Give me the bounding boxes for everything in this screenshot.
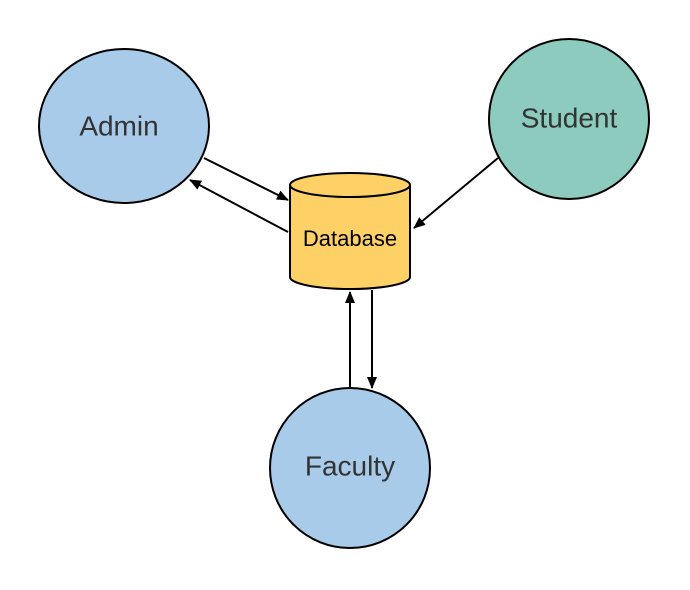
student-label: Student — [521, 102, 618, 133]
edge-student-to-database — [413, 157, 499, 229]
database-label: Database — [303, 226, 397, 251]
admin-shape — [38, 48, 210, 204]
student-shape — [488, 38, 650, 200]
node-faculty[interactable]: Faculty — [269, 387, 431, 549]
node-admin[interactable]: Admin — [38, 48, 210, 204]
faculty-label: Faculty — [305, 450, 395, 481]
node-student[interactable]: Student — [488, 38, 650, 200]
database-body — [289, 185, 411, 290]
edge-admin-to-database — [203, 157, 289, 201]
admin-label: Admin — [79, 110, 158, 141]
node-database[interactable]: Database — [289, 172, 411, 290]
faculty-shape — [269, 387, 431, 549]
edges — [189, 157, 499, 389]
database-top — [289, 172, 411, 198]
edge-database-to-admin — [189, 179, 289, 233]
